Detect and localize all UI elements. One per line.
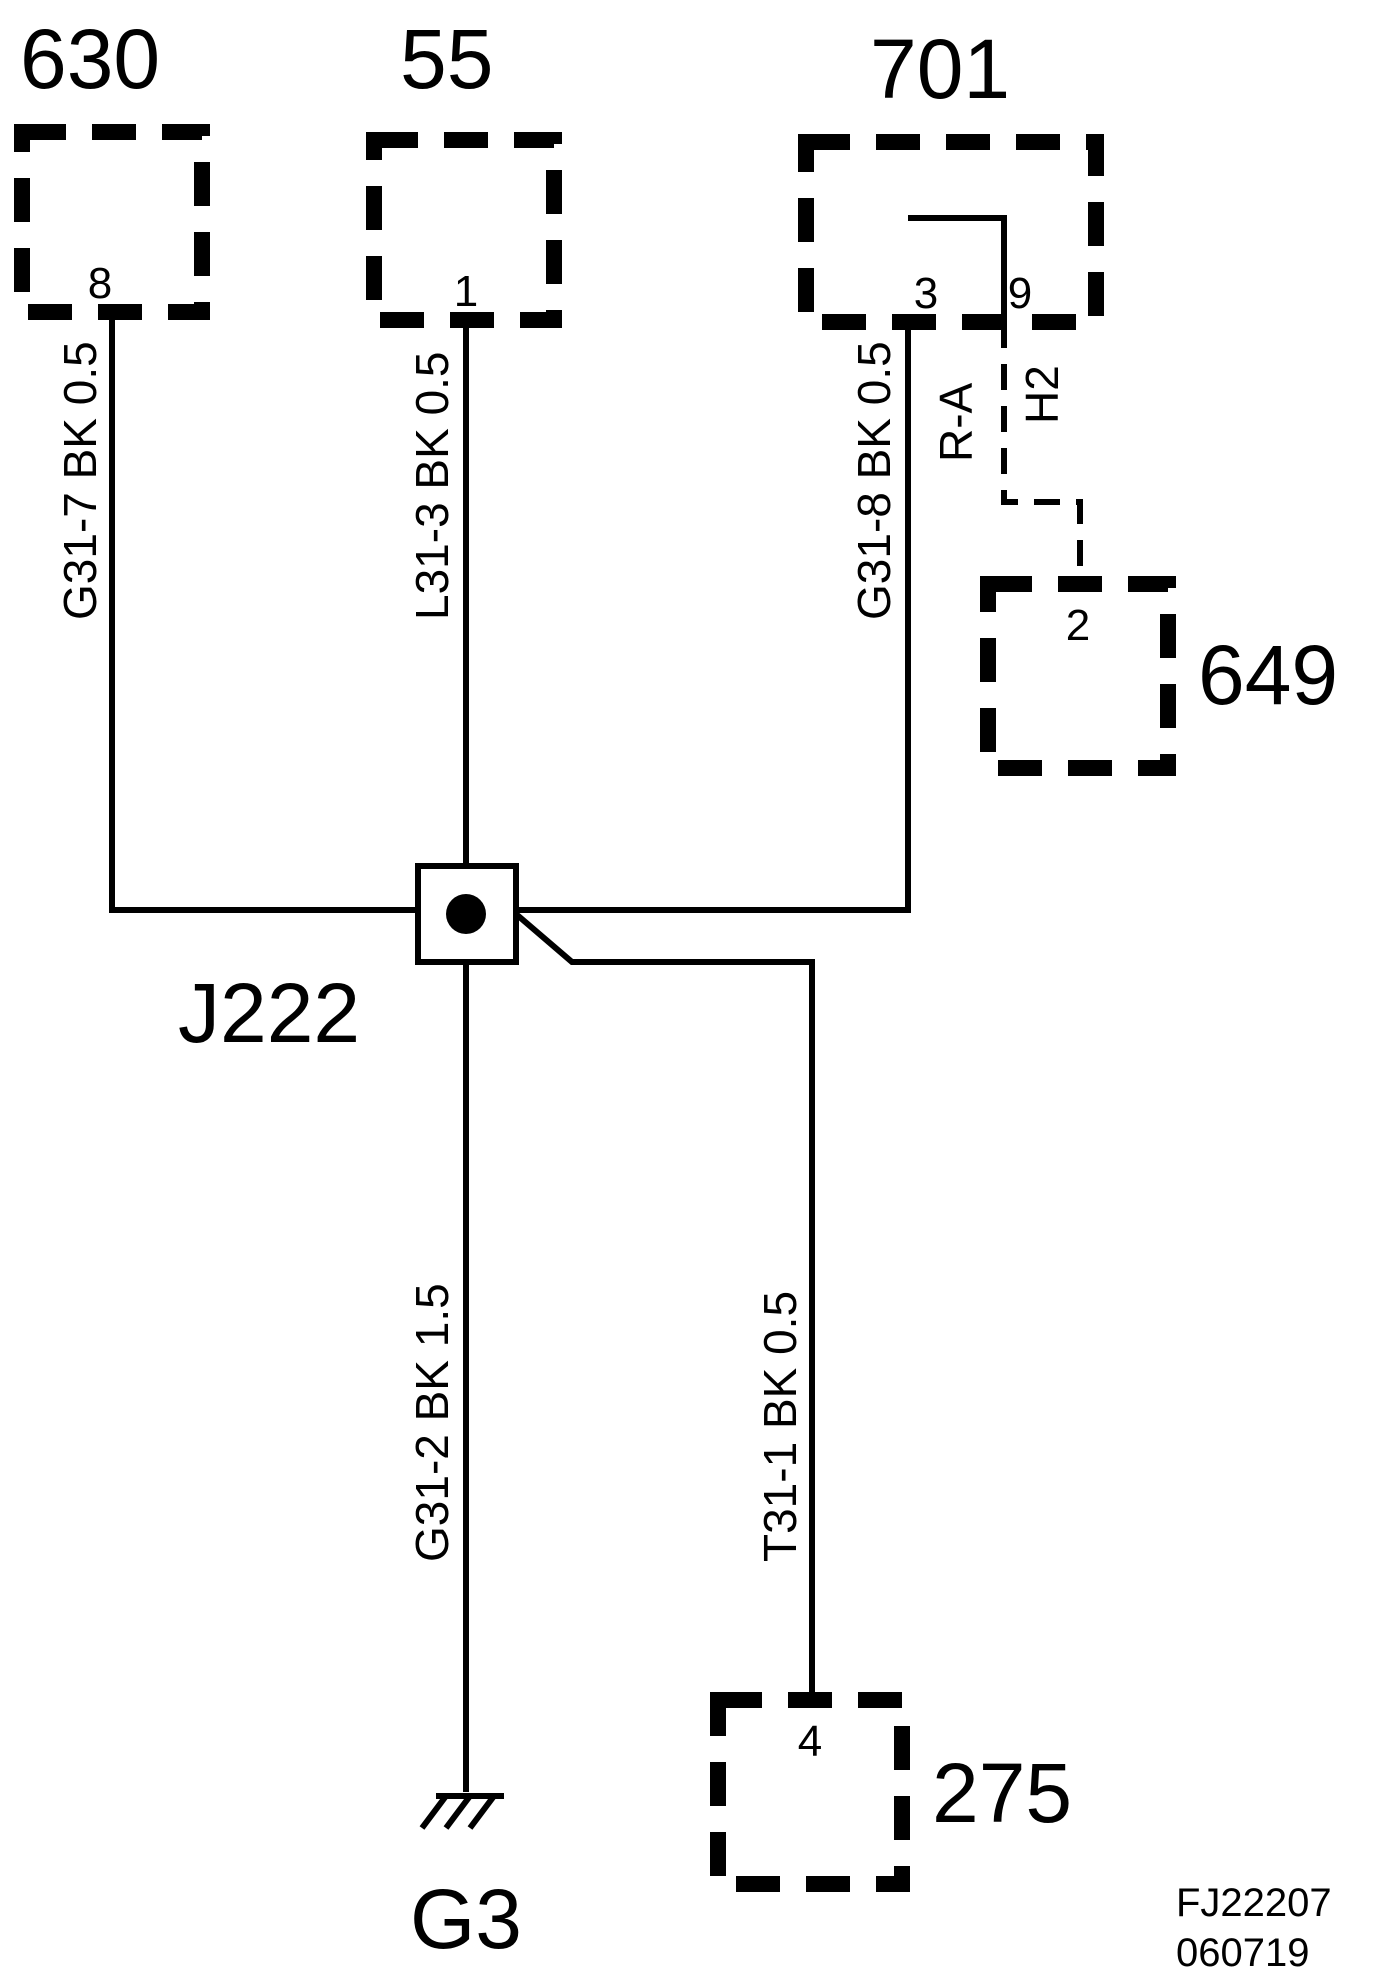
splice-j222-label: J222 [178, 966, 360, 1060]
splice-j222-dot [446, 894, 486, 934]
connector-55-pin: 1 [454, 267, 478, 316]
wire-630-to-j222 [109, 320, 466, 913]
connector-275-label: 275 [932, 1746, 1072, 1840]
wire-label-r-a: R-A [930, 382, 982, 462]
wire-label-275: T31-1 BK 0.5 [754, 1291, 806, 1562]
wires [109, 215, 1083, 1792]
connector-701: 701 3 9 [798, 22, 1104, 330]
connector-630-label: 630 [20, 12, 160, 106]
wire-label-h2: H2 [1016, 365, 1068, 424]
drawing-code-line2: 060719 [1176, 1931, 1309, 1975]
wire-j222-to-275 [514, 911, 815, 1700]
connector-701-label: 701 [870, 22, 1010, 116]
connector-701-pin-9: 9 [1008, 269, 1032, 318]
connector-701-pin-3: 3 [914, 269, 938, 318]
connector-630-box [14, 124, 210, 320]
wire-701-internal-bridge [908, 215, 1007, 322]
wire-label-630: G31-7 BK 0.5 [54, 341, 106, 620]
drawing-code-line1: FJ22207 [1176, 1881, 1332, 1925]
connector-649-pin: 2 [1066, 601, 1090, 650]
wire-701-to-j222 [466, 322, 911, 913]
connector-630-pin: 8 [88, 259, 112, 308]
connector-649: 2 649 [980, 576, 1338, 776]
connector-275: 4 275 [710, 1692, 1072, 1892]
ground-g3-label: G3 [410, 1872, 522, 1966]
connector-55: 55 1 [366, 12, 562, 328]
connector-55-label: 55 [400, 12, 493, 106]
wire-label-55: L31-3 BK 0.5 [406, 351, 458, 620]
ground-icon [419, 1793, 504, 1830]
wire-label-701: G31-8 BK 0.5 [848, 341, 900, 620]
connector-649-label: 649 [1198, 628, 1338, 722]
connector-275-pin: 4 [798, 1717, 822, 1766]
wire-701-to-649-dashed [1001, 322, 1083, 584]
connector-701-box [798, 134, 1104, 330]
connector-630: 630 8 [14, 12, 210, 320]
ground-g3: G3 [410, 1793, 522, 1966]
wire-label-g3: G31-2 BK 1.5 [406, 1283, 458, 1562]
splice-j222: J222 [178, 863, 519, 1060]
